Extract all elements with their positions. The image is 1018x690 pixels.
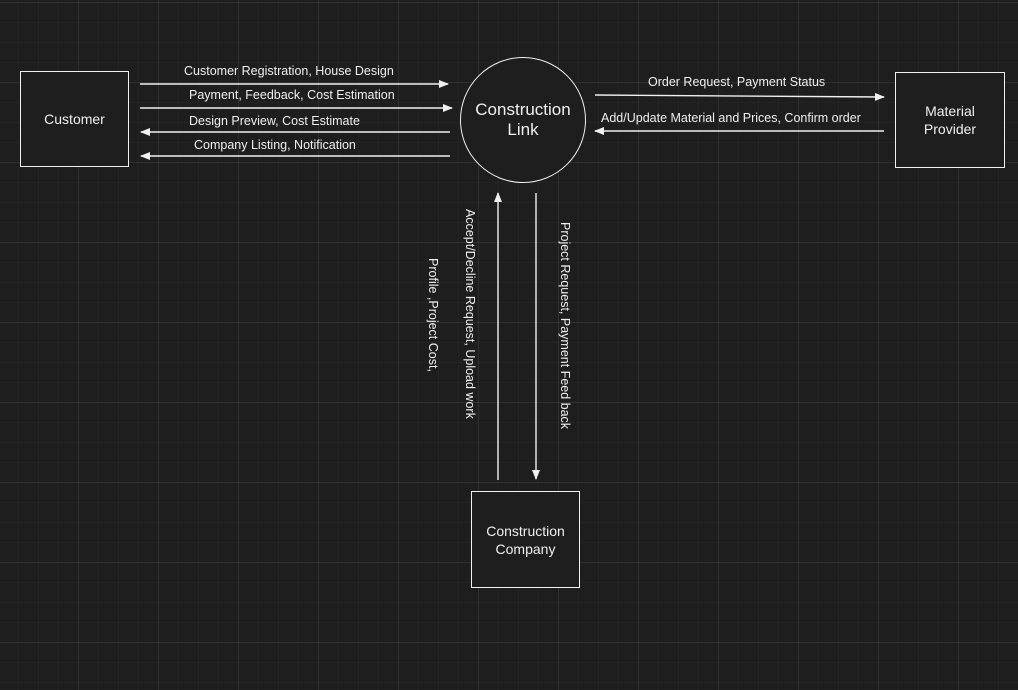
flow-label-system-to-customer-1: Design Preview, Cost Estimate [189,114,360,128]
flow-label-system-to-company: Project Request, Payment Feed back [558,222,572,430]
construction-company-entity[interactable]: Construction Company [471,491,580,588]
flow-label-system-to-customer-2: Company Listing, Notification [194,138,356,152]
flow-label-system-to-provider: Order Request, Payment Status [648,75,826,89]
flow-label-customer-to-system-1: Customer Registration, House Design [184,64,394,78]
flow-label-provider-to-system: Add/Update Material and Prices, Confirm … [601,111,861,125]
material-provider-entity[interactable]: Material Provider [895,72,1005,168]
flow-arrow-system-to-provider [594,92,885,101]
customer-entity[interactable]: Customer [20,71,129,167]
construction-link-process[interactable]: Construction Link [460,57,586,183]
flow-label-customer-to-system-2: Payment, Feedback, Cost Estimation [189,88,395,102]
flow-label-company-to-system-b: Accept/Decline Request, Upload work [463,209,477,419]
flow-label-company-to-system-a: Profile ,Project Cost, [426,258,440,372]
